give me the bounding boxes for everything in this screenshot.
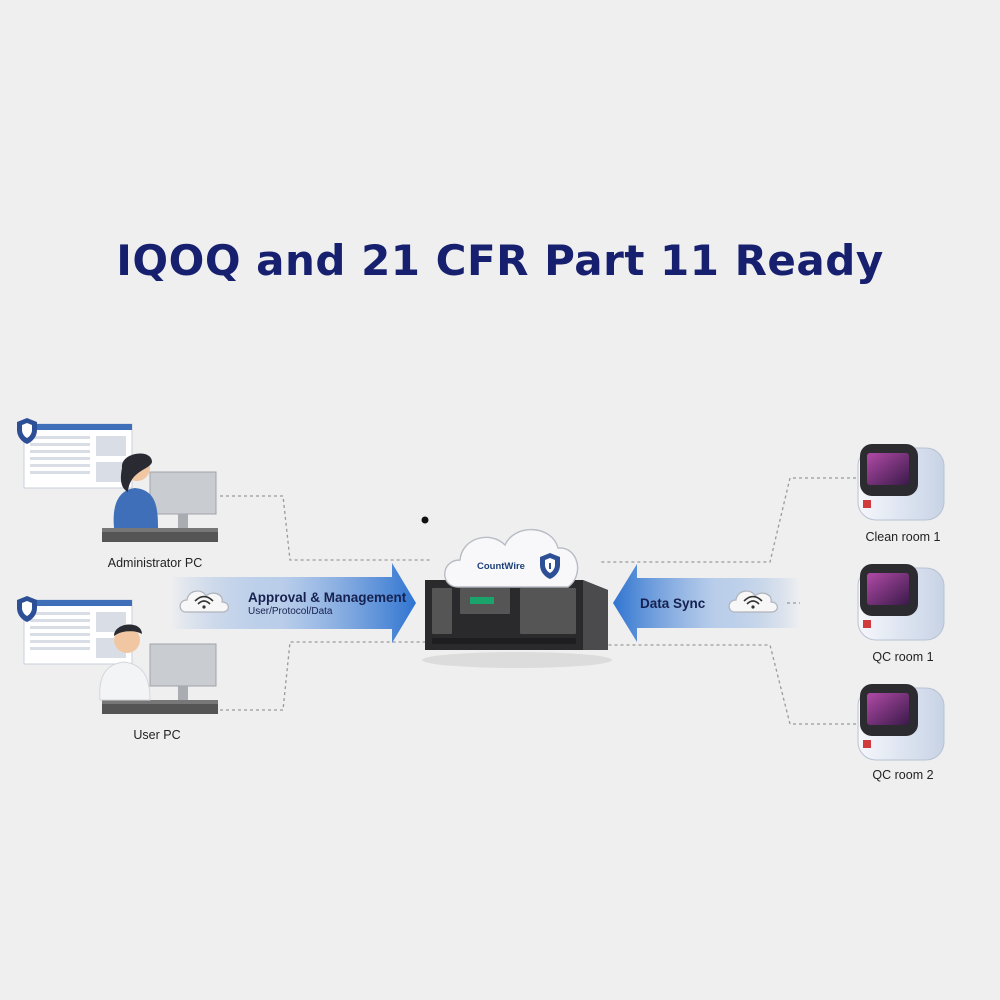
connector-qc-room-2: [600, 644, 862, 725]
cell-counter-device-clean-room-1: [857, 444, 945, 521]
shield-icon: [17, 596, 37, 622]
approval-management-text: Approval & Management User/Protocol/Data: [248, 590, 406, 617]
shield-icon: [540, 553, 560, 579]
connector-clean-room-1: [600, 477, 862, 563]
cell-counter-device-qc-room-1: [857, 564, 945, 641]
right-arrow: [613, 564, 800, 642]
countwire-label: CountWire: [477, 561, 525, 572]
qc-room-1-label: QC room 1: [872, 650, 934, 664]
left-arrow: [170, 563, 416, 643]
clean-room-1-label: Clean room 1: [865, 530, 941, 544]
cursor-dot: [421, 516, 429, 524]
shield-icon: [17, 418, 37, 444]
server-icon: [422, 580, 612, 668]
data-sync-title: Data Sync: [640, 596, 706, 611]
user-pc-illustration: [17, 596, 218, 714]
page-title: IQOQ and 21 CFR Part 11 Ready: [116, 236, 884, 285]
qc-room-2-label: QC room 2: [872, 768, 934, 782]
connector-user: [220, 641, 430, 711]
user-pc-label: User PC: [133, 728, 181, 742]
administrator-pc-illustration: [17, 418, 218, 542]
approval-management-title: Approval & Management: [248, 590, 407, 605]
wifi-cloud-icon-left: [179, 590, 229, 613]
approval-management-subtitle: User/Protocol/Data: [248, 606, 333, 617]
cell-counter-device-qc-room-2: [857, 684, 945, 761]
administrator-pc-label: Administrator PC: [107, 556, 203, 570]
wifi-cloud-icon-right: [728, 590, 778, 613]
connector-admin: [220, 495, 430, 561]
data-sync-text: Data Sync: [640, 596, 705, 611]
